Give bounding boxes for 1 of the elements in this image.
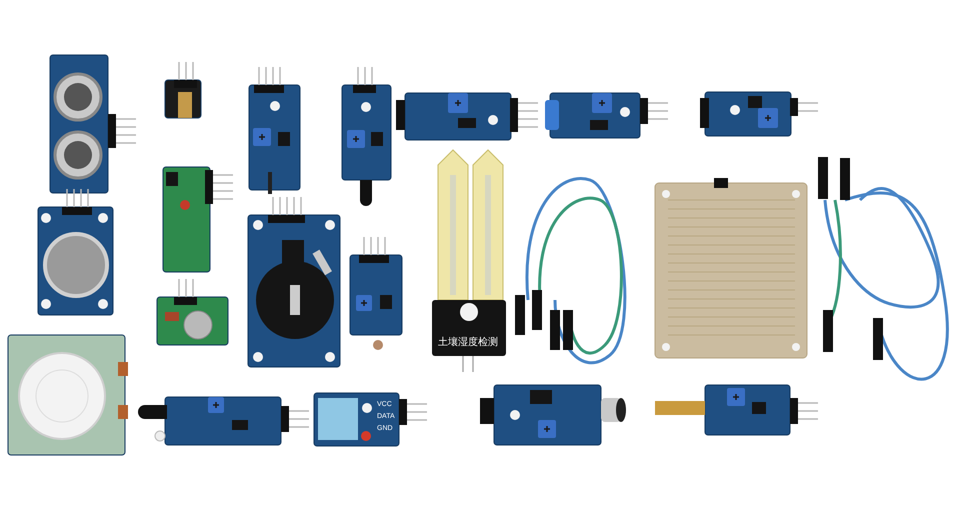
silkscreen-text: 土壤湿度检测: [438, 338, 498, 348]
